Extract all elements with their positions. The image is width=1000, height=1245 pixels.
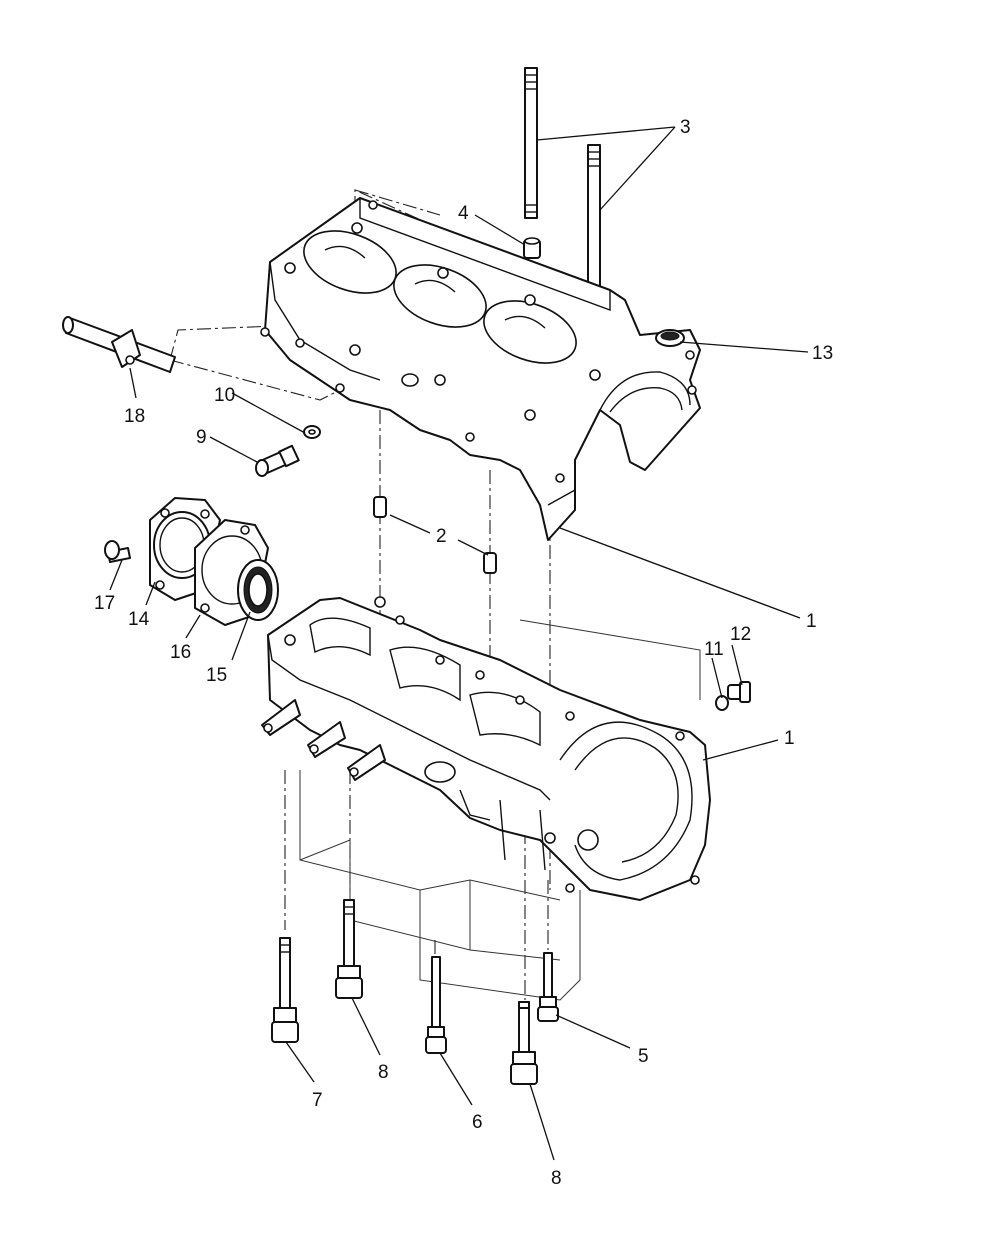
callout-11: 11	[704, 639, 724, 660]
lower-saddle-1	[309, 617, 371, 657]
dowel-pin-left	[373, 496, 387, 518]
case-bolt-6	[425, 956, 447, 1054]
cylinder-stud-long	[524, 67, 538, 219]
fitting-washer	[303, 425, 321, 439]
upper-bore-2	[393, 264, 487, 328]
case-bolt-8-right	[510, 1001, 538, 1085]
case-bolt-8-left	[335, 899, 363, 999]
callout-1-lower: 1	[784, 728, 795, 749]
callout-16: 16	[170, 642, 191, 663]
case-bolt-5	[537, 952, 559, 1022]
callout-4: 4	[458, 203, 469, 224]
stud-sleeve	[523, 237, 541, 259]
callout-14: 14	[128, 609, 150, 630]
upper-bore-3	[483, 300, 577, 364]
callout-3: 3	[680, 117, 691, 138]
lower-water-port	[424, 761, 456, 783]
case-bolt-7	[271, 937, 299, 1043]
callout-10: 10	[214, 385, 235, 406]
bolt-washer	[715, 695, 729, 711]
crankshaft-oil-seal	[237, 559, 279, 621]
callout-13: 13	[812, 343, 833, 364]
callout-18: 18	[124, 406, 145, 427]
hose-clamp	[111, 329, 141, 368]
callout-6: 6	[472, 1112, 483, 1133]
lower-saddle-3	[469, 691, 541, 747]
callout-15: 15	[206, 665, 227, 686]
lower-crankcase	[261, 596, 711, 901]
callout-9: 9	[196, 427, 207, 448]
housing-screw	[104, 540, 131, 563]
lower-saddle-2	[389, 646, 461, 702]
callout-12: 12	[730, 624, 751, 645]
lower-case-phantom-outline	[299, 619, 701, 1001]
callout-8-left: 8	[378, 1062, 389, 1083]
callout-17: 17	[94, 593, 115, 614]
callout-5: 5	[638, 1046, 649, 1067]
case-plug	[655, 329, 685, 347]
upper-fitting-boss	[401, 373, 419, 387]
dowel-pin-right	[483, 552, 497, 574]
callout-7: 7	[312, 1090, 323, 1111]
upper-crankcase	[260, 197, 701, 541]
callout-2: 2	[436, 526, 447, 547]
callout-1-upper: 1	[806, 611, 817, 632]
callout-8-right: 8	[551, 1168, 562, 1189]
water-fitting	[255, 444, 300, 477]
callout-labels: 3 4 13 10 9 18 2 1 1 11 12 17 14 16 15 7…	[94, 117, 833, 1189]
leader-lines	[109, 126, 809, 1161]
side-bolt	[727, 681, 751, 703]
